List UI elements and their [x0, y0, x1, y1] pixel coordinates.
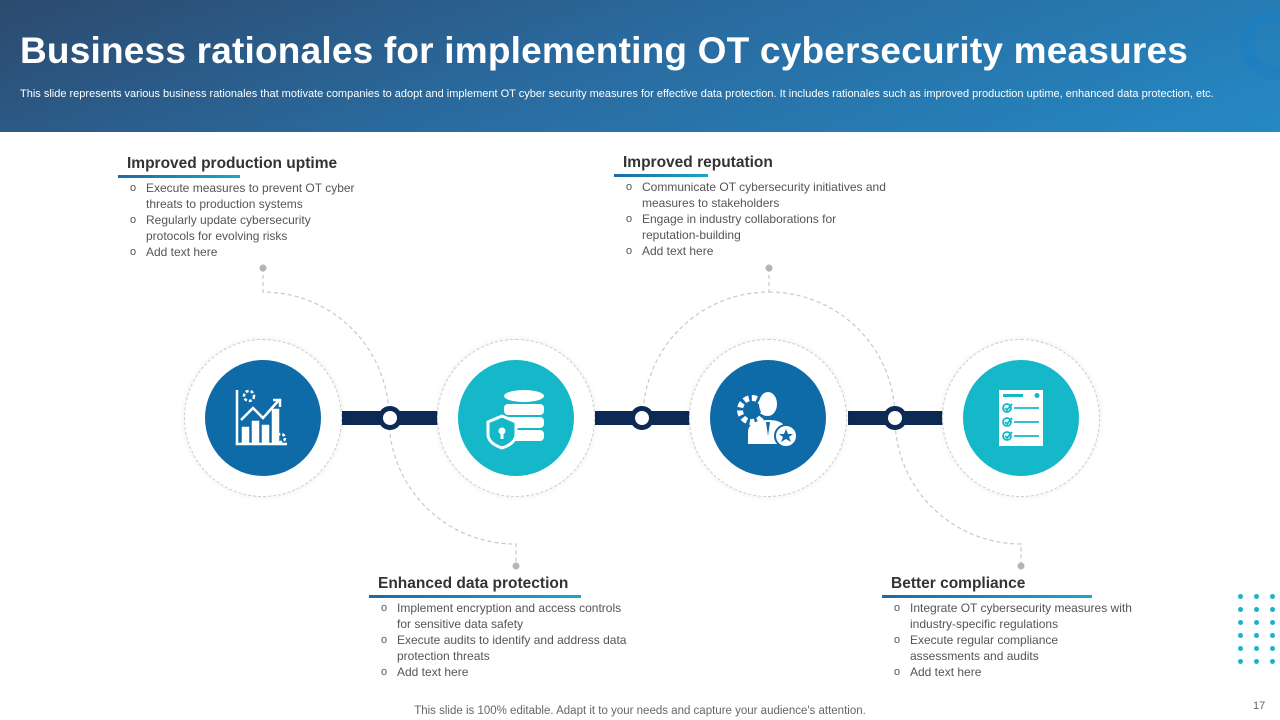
connector-node — [378, 406, 402, 430]
bullet: Regularly update cybersecurity protocols… — [118, 212, 338, 244]
header-banner: Business rationales for implementing OT … — [0, 0, 1280, 132]
checklist-icon — [963, 360, 1079, 476]
connector-node — [630, 406, 654, 430]
bullet: Engage in industry collaborations for re… — [614, 211, 854, 243]
block-title: Improved production uptime — [127, 155, 338, 172]
connector-node — [883, 406, 907, 430]
bullet: Add text here — [614, 243, 914, 259]
chart-gear-icon — [205, 360, 321, 476]
block-title: Better compliance — [891, 575, 1026, 592]
title-underline — [882, 595, 1092, 598]
bullet: Integrate OT cybersecurity measures with… — [882, 600, 1142, 632]
block-compliance: Better compliance Integrate OT cybersecu… — [882, 575, 1182, 680]
page-subtitle: This slide represents various business r… — [20, 88, 1214, 100]
step-circle-3 — [689, 339, 847, 497]
database-shield-icon — [458, 360, 574, 476]
title-underline — [614, 174, 708, 177]
bullet: Execute measures to prevent OT cyber thr… — [118, 180, 363, 212]
bullet: Communicate OT cybersecurity initiatives… — [614, 179, 894, 211]
block-production-uptime: Improved production uptime Execute measu… — [118, 155, 418, 260]
bullet: Implement encryption and access controls… — [369, 600, 629, 632]
bullet: Add text here — [882, 664, 1182, 680]
block-data-protection: Enhanced data protection Implement encry… — [369, 575, 669, 680]
block-reputation: Improved reputation Communicate OT cyber… — [614, 154, 914, 259]
bullet: Add text here — [118, 244, 418, 260]
decorative-dots — [1238, 594, 1278, 664]
page-number: 17 — [1253, 700, 1266, 712]
user-gear-star-icon — [710, 360, 826, 476]
step-circle-2 — [437, 339, 595, 497]
block-title: Enhanced data protection — [378, 575, 569, 592]
bullet: Execute regular compliance assessments a… — [882, 632, 1082, 664]
step-circle-1 — [184, 339, 342, 497]
title-underline — [369, 595, 581, 598]
block-title: Improved reputation — [623, 154, 773, 171]
page-title: Business rationales for implementing OT … — [20, 30, 1189, 71]
gear-icon — [1240, 10, 1280, 80]
bullet: Execute audits to identify and address d… — [369, 632, 629, 664]
footer-note: This slide is 100% editable. Adapt it to… — [414, 705, 866, 717]
step-circle-4 — [942, 339, 1100, 497]
bullet: Add text here — [369, 664, 669, 680]
title-underline — [118, 175, 240, 178]
